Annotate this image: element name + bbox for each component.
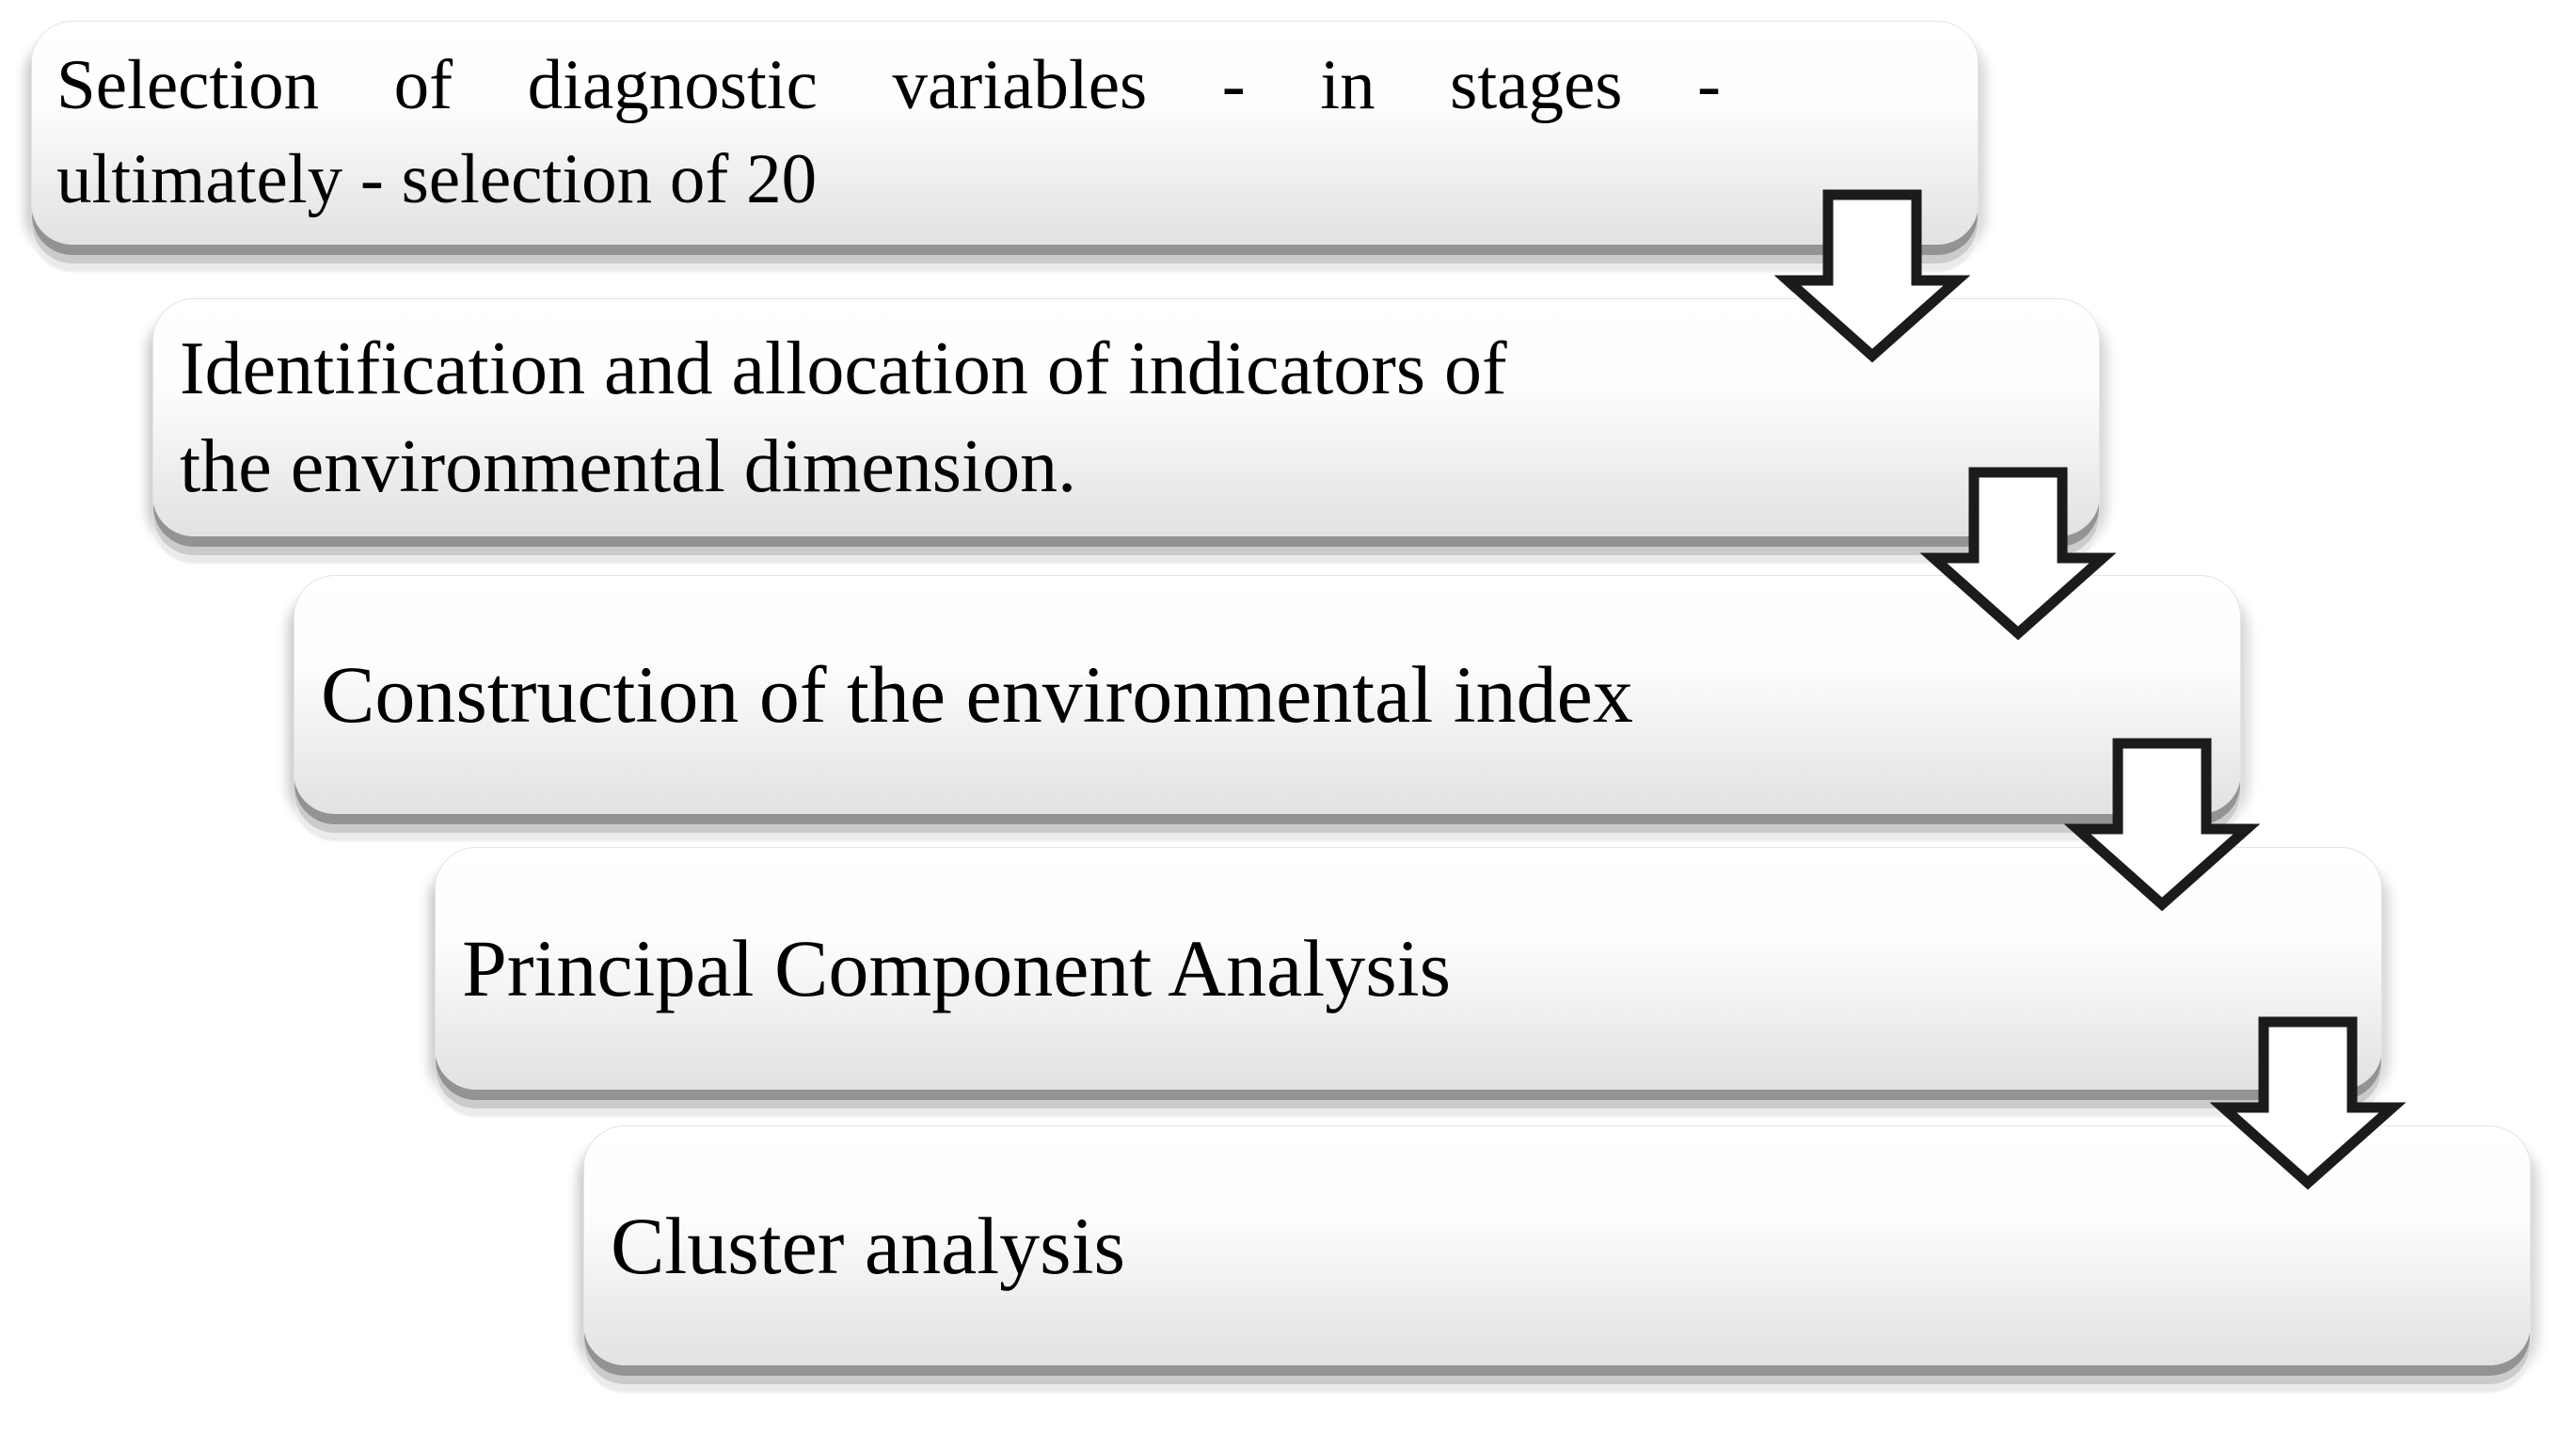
stage-box-1: Selection of diagnostic variables - in s… (31, 21, 1979, 245)
stage-5-line-1: Cluster analysis (611, 1200, 1125, 1291)
stage-3-line-1: Construction of the environmental index (321, 649, 1633, 740)
stage-2-line-2: the environmental dimension. (180, 424, 1077, 508)
stage-box-3: Construction of the environmental index (294, 575, 2241, 814)
stage-box-5: Cluster analysis (583, 1125, 2531, 1365)
stage-2-line-1: Identification and allocation of indicat… (180, 327, 1507, 410)
stage-4-line-1: Principal Component Analysis (462, 923, 1452, 1013)
stage-1-line-1: Selection of diagnostic variables - in s… (56, 46, 1721, 124)
stage-1-line-2: ultimately - selection of 20 (56, 140, 818, 218)
stage-box-2: Identification and allocation of indicat… (152, 298, 2100, 536)
stage-box-4: Principal Component Analysis (435, 847, 2382, 1090)
